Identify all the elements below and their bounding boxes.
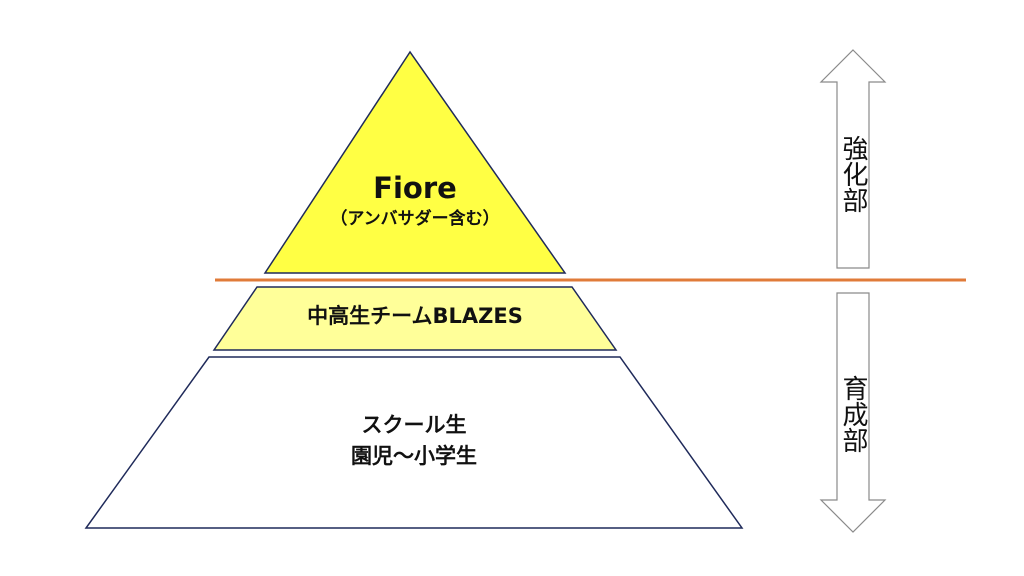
middle-tier-label: 中高生チームBLAZES [307, 304, 523, 328]
bottom-tier-label-line2: 園児〜小学生 [351, 444, 477, 468]
down-arrow-icon [819, 292, 887, 533]
bottom-tier-label-line1: スクール生 [361, 413, 467, 437]
strengthening-division-label: 強化部 [838, 135, 868, 213]
middle-tier-trapezoid [212, 286, 618, 351]
top-tier-triangle [263, 50, 567, 274]
bottom-tier-trapezoid [84, 356, 744, 529]
top-tier-subtitle: （アンバサダー含む） [330, 209, 500, 229]
development-division-label: 育成部 [838, 375, 868, 453]
up-arrow-icon [819, 49, 887, 269]
top-tier-title: Fiore [373, 171, 457, 205]
